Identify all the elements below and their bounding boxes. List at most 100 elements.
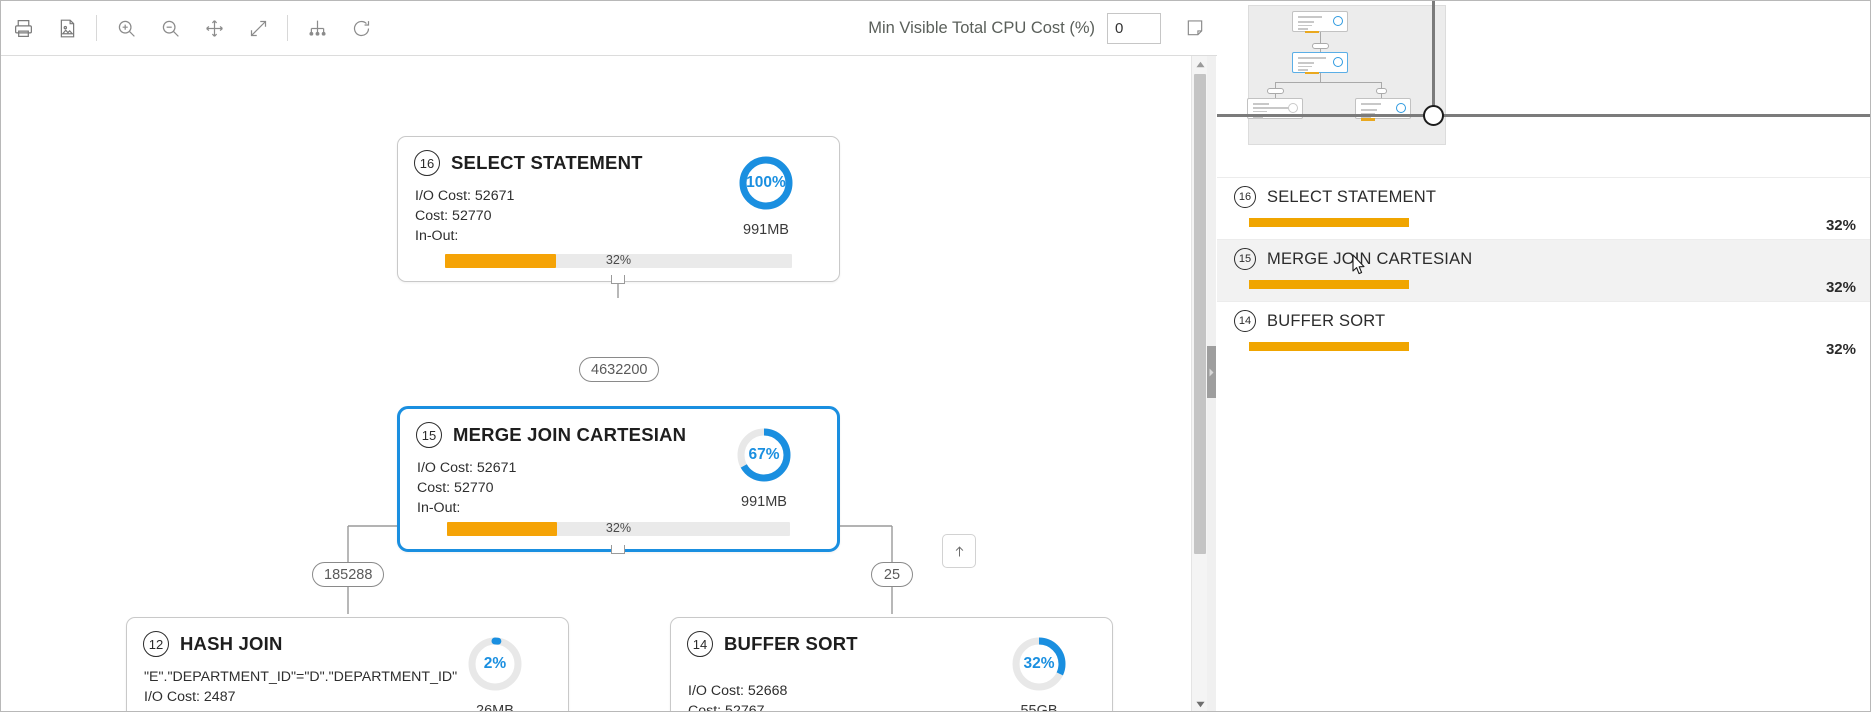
zoom-out-icon[interactable] xyxy=(148,8,192,48)
minimap-text-line xyxy=(1298,57,1326,59)
minimap-text-line xyxy=(1253,103,1269,105)
node-cpu-bar: 32% xyxy=(445,253,792,268)
cpu-step-label: BUFFER SORT xyxy=(1267,311,1386,330)
minimap-bar xyxy=(1361,118,1375,121)
scrollbar-thumb[interactable] xyxy=(1194,74,1206,554)
minimap-text-line xyxy=(1253,117,1263,119)
toolbar-view-group xyxy=(295,8,383,48)
minimap-node-16 xyxy=(1292,11,1348,33)
canvas-vertical-scrollbar[interactable] xyxy=(1191,56,1208,711)
minimap-bar xyxy=(1305,71,1319,74)
node-anchor-15 xyxy=(611,545,625,554)
cpu-step-bar xyxy=(1249,218,1409,227)
plan-node-buffer-sort[interactable]: 14 BUFFER SORT I/O Cost: 52668 Cost: 527… xyxy=(670,617,1113,711)
node-title: MERGE JOIN CARTESIAN xyxy=(453,424,687,445)
minimap-text-line xyxy=(1253,107,1289,109)
donut-percent: 2% xyxy=(483,655,507,672)
pan-icon[interactable] xyxy=(192,8,236,48)
edge-label-top: 4632200 xyxy=(579,357,660,382)
minimap-edge xyxy=(1381,82,1382,90)
cpu-step-percent: 32% xyxy=(1825,279,1856,296)
node-cpu-bar: 32% xyxy=(447,521,790,536)
node-number: 15 xyxy=(416,422,442,448)
fit-icon[interactable] xyxy=(236,8,280,48)
node-cpu-donut: 2% 26MB xyxy=(452,634,538,711)
plan-node-merge-join-cartesian[interactable]: 15 MERGE JOIN CARTESIAN I/O Cost: 52671 … xyxy=(397,406,840,552)
plan-node-hash-join[interactable]: 12 HASH JOIN "E"."DEPARTMENT_ID"="D"."DE… xyxy=(126,617,569,711)
minimap-donut xyxy=(1333,57,1343,67)
print-icon[interactable] xyxy=(1,8,45,48)
minimap-edge xyxy=(1275,94,1276,99)
bar-fill xyxy=(447,522,557,536)
panel-splitter[interactable] xyxy=(1207,56,1216,711)
minimap-viewport-handle[interactable] xyxy=(1423,105,1444,126)
node-io-cost: I/O Cost: 52668 xyxy=(688,683,788,699)
minimap-text-line xyxy=(1361,109,1377,111)
edge-label-left: 185288 xyxy=(312,562,385,587)
plan-node-select-statement[interactable]: 16 SELECT STATEMENT I/O Cost: 52671 Cost… xyxy=(397,136,840,282)
cpu-step-number: 14 xyxy=(1234,310,1256,332)
cpu-step-number: 15 xyxy=(1234,248,1256,270)
zoom-in-icon[interactable] xyxy=(104,8,148,48)
hierarchy-icon[interactable] xyxy=(295,8,339,48)
node-title: SELECT STATEMENT xyxy=(451,152,643,173)
node-header: 12 HASH JOIN xyxy=(127,618,568,657)
export-image-icon[interactable] xyxy=(45,8,89,48)
cpu-step-row[interactable]: 14 BUFFER SORT 32% xyxy=(1217,301,1870,363)
node-number: 12 xyxy=(143,631,169,657)
toolbar-zoom-group xyxy=(104,8,280,48)
minimap-donut xyxy=(1288,103,1298,113)
minimap-text-line xyxy=(1361,103,1381,105)
arrow-up-icon[interactable] xyxy=(942,534,976,568)
minimap-donut xyxy=(1333,16,1343,26)
minimap-text-line xyxy=(1298,28,1308,30)
cpu-step-percent: 32% xyxy=(1825,217,1856,234)
scroll-down-icon[interactable] xyxy=(1192,696,1208,711)
minimap-text-line xyxy=(1298,65,1312,67)
minimap-viewport-vertical[interactable] xyxy=(1432,1,1435,117)
note-icon[interactable] xyxy=(1175,8,1215,48)
node-title: HASH JOIN xyxy=(180,633,283,654)
minimap-frame xyxy=(1247,5,1446,145)
scroll-up-icon[interactable] xyxy=(1192,56,1208,72)
splitter-handle[interactable] xyxy=(1207,346,1216,398)
edge-label-right: 25 xyxy=(871,562,913,587)
node-memory: 991MB xyxy=(741,494,787,510)
node-cpu-donut: 67% 991MB xyxy=(721,425,807,510)
donut-percent: 32% xyxy=(1023,655,1055,672)
donut-chart: 2% xyxy=(465,634,525,694)
minimap-edge-label xyxy=(1312,43,1329,49)
node-header: 15 MERGE JOIN CARTESIAN xyxy=(400,409,837,448)
minimap-edge xyxy=(1381,94,1382,99)
toolbar-divider-2 xyxy=(287,15,288,41)
minimap-text-line xyxy=(1298,16,1322,18)
node-cpu-donut: 32% 55GB xyxy=(996,634,1082,711)
cpu-step-percent: 32% xyxy=(1825,341,1856,358)
donut-chart: 32% xyxy=(1009,634,1069,694)
node-in-out: In-Out: xyxy=(417,500,461,517)
node-io-cost: I/O Cost: 52671 xyxy=(415,188,515,204)
refresh-icon[interactable] xyxy=(339,8,383,48)
minimap-overview[interactable] xyxy=(1217,1,1870,153)
toolbar: Min Visible Total CPU Cost (%) xyxy=(1,1,1223,56)
node-io-cost: I/O Cost: 2487 xyxy=(144,689,236,706)
minimap-donut xyxy=(1396,103,1406,113)
minimap-edge xyxy=(1320,73,1321,82)
donut-percent: 67% xyxy=(748,446,780,463)
minimap-viewport-horizontal[interactable] xyxy=(1217,114,1870,117)
minimap-text-line xyxy=(1298,21,1314,23)
minimap-edge xyxy=(1275,82,1276,90)
node-metrics: I/O Cost: 52668 Cost: 52767 xyxy=(671,657,1112,711)
node-number: 16 xyxy=(414,150,440,176)
cpu-step-number: 16 xyxy=(1234,186,1256,208)
minimap-edge xyxy=(1275,82,1381,83)
donut-chart: 100% xyxy=(736,153,796,213)
cpu-filter-input[interactable] xyxy=(1107,12,1161,44)
node-title: BUFFER SORT xyxy=(724,633,858,654)
minimap-text-line xyxy=(1298,69,1308,71)
diagram-canvas[interactable]: 16 SELECT STATEMENT I/O Cost: 52671 Cost… xyxy=(1,56,1206,711)
